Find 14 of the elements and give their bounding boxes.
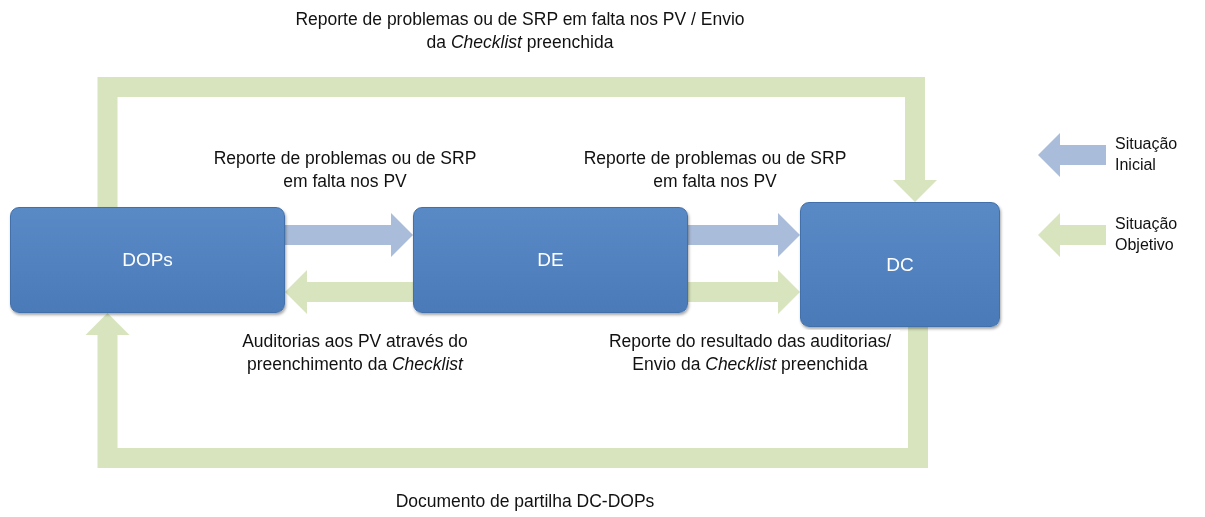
block-arrow: [85, 313, 928, 468]
block-arrow: [688, 270, 800, 314]
legend-label: Situação Inicial: [1115, 134, 1179, 175]
process-box: [413, 207, 688, 313]
block-arrow: [688, 213, 800, 257]
process-box: [10, 207, 285, 313]
process-box: [800, 202, 1000, 327]
node-label: DE: [537, 249, 564, 271]
block-arrow: [285, 213, 413, 257]
block-arrow: [285, 270, 413, 314]
node-label: DC: [886, 253, 914, 276]
legend-label: Situação Objetivo: [1115, 214, 1179, 255]
block-arrow: [97, 77, 937, 207]
node-label: DOPs: [122, 249, 173, 271]
